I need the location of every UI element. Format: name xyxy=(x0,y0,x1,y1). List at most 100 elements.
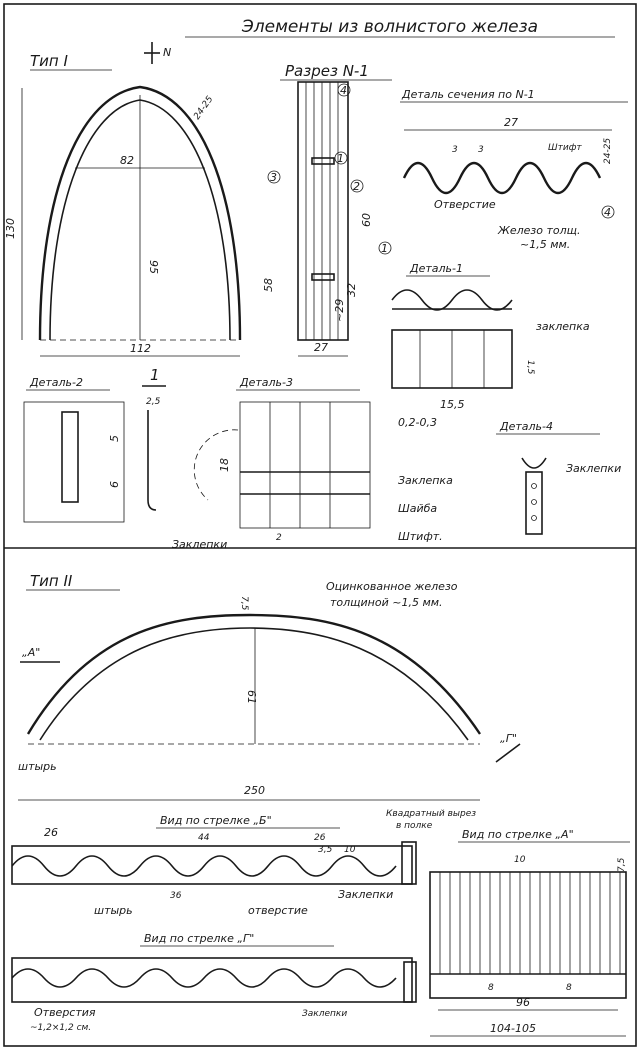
detail3-washer: Шайба xyxy=(398,502,437,515)
detail1-dim-length: 15,5 xyxy=(440,398,465,411)
type1-group: Тип I N 130 112 95 82 24-25 xyxy=(4,42,242,357)
section-n1-dim-29: ~29 xyxy=(333,299,346,322)
callout-2-circle xyxy=(350,179,364,193)
view-b-dim-26b: 26 xyxy=(314,833,326,843)
detail1-dim-thickness: 0,2-0,3 xyxy=(398,416,437,429)
view-g-hole-line2: ~1,2×1,2 см. xyxy=(30,1023,91,1033)
detail4-strap xyxy=(525,471,543,535)
detail1-profile xyxy=(391,289,513,311)
detail3-group: Деталь-3 18 2 Заклепка Шайба Штифт. xyxy=(193,376,453,543)
view-b-dim-35: 3,5 xyxy=(318,845,333,855)
type2-pin: штырь xyxy=(18,760,57,773)
callout-4-circle xyxy=(337,83,351,97)
detail2-marker: 1 xyxy=(150,366,160,384)
detail-section-dim-width: 27 xyxy=(504,116,518,129)
type2-arch-outer xyxy=(26,613,481,735)
detail2-side-profile xyxy=(147,410,157,511)
detail-callout-4-circle xyxy=(601,205,615,219)
detail-section-callout-4: 4 xyxy=(604,206,611,219)
detail-section-pin: Штифт xyxy=(548,143,582,153)
detail3-pin: Штифт. xyxy=(398,530,443,543)
detail4-clip xyxy=(521,457,547,469)
view-b-cutout-line2: в полке xyxy=(396,821,433,831)
type2-arch-inner xyxy=(39,627,469,741)
detail3-dim-18: 18 xyxy=(218,458,231,472)
section-n1-callout-3: 3 xyxy=(270,171,277,184)
view-a-body xyxy=(429,871,627,999)
detail-section-title: Деталь сечения по N-1 xyxy=(401,88,535,101)
section-n1-callout-1b: 1 xyxy=(381,242,388,255)
detail1-title: Деталь-1 xyxy=(409,262,463,275)
callout-3-circle xyxy=(267,170,281,184)
view-g-end-bracket xyxy=(403,961,417,1003)
view-a-dim-75: 7,5 xyxy=(617,857,627,872)
detail-section-hole: Отверстие xyxy=(434,198,496,211)
detail3-rivet: Заклепка xyxy=(398,474,453,487)
view-a-dim-8b: 8 xyxy=(566,983,572,993)
type2-material-line2: толщиной ~1,5 мм. xyxy=(330,596,443,609)
detail4-title: Деталь-4 xyxy=(499,420,553,433)
section-n1-rivet-band-top xyxy=(311,157,335,165)
detail-section-note-line1: Железо толщ. xyxy=(497,224,581,237)
detail3-title: Деталь-3 xyxy=(239,376,293,389)
type2-material-line1: Оцинкованное железо xyxy=(326,580,458,593)
detail4-rivet: Заклепки xyxy=(566,462,621,475)
view-b-dim-36: 36 xyxy=(170,891,182,901)
view-a-dim-104: 104-105 xyxy=(490,1022,536,1035)
detail-section-pitch-b: 3 xyxy=(478,145,484,155)
section-n1-dim-32: 32 xyxy=(345,283,358,297)
type1-title: Тип I xyxy=(30,52,68,70)
detail2-strap xyxy=(61,411,79,503)
detail-section-group: Деталь сечения по N-1 27 3 3 Штифт 24-25… xyxy=(400,88,628,251)
detail-section-depth: 24-25 xyxy=(603,138,613,164)
type1-dim-thickness: 24-25 xyxy=(192,94,215,121)
type2-dim-thickness: 7,5 xyxy=(239,596,249,611)
view-b-group: Вид по стрелке „Б" Квадратный вырез в по… xyxy=(11,809,476,917)
callout-1-circle xyxy=(334,151,348,165)
view-b-title: Вид по стрелке „Б" xyxy=(160,814,272,827)
view-b-dim-26a: 26 xyxy=(44,826,58,839)
detail1-group: Деталь-1 заклепка 15,5 0,2-0,3 1,5 xyxy=(391,262,590,429)
view-b-dim-10: 10 xyxy=(344,845,356,855)
sheet-border xyxy=(3,3,637,1047)
callout-1b-circle xyxy=(378,241,392,255)
section-n1-callout-4: 4 xyxy=(340,84,347,97)
view-b-pin: штырь xyxy=(94,904,133,917)
type1-dim-height: 130 xyxy=(4,218,17,239)
view-a-dim-8a: 8 xyxy=(488,983,494,993)
type2-arrow-a: „А" xyxy=(22,646,40,659)
view-b-dim-44: 44 xyxy=(198,833,210,843)
view-a-dim-96: 96 xyxy=(516,996,530,1009)
type1-arch-outer xyxy=(38,85,242,341)
view-g-group: Вид по стрелке „Г" Отверстия ~1,2×1,2 см… xyxy=(11,932,417,1033)
view-a-dim-10: 10 xyxy=(514,855,526,865)
view-b-hole: отверстие xyxy=(248,904,308,917)
detail4-hole xyxy=(531,515,537,521)
type2-dim-span: 250 xyxy=(244,784,265,797)
section-n1-dim-60: 60 xyxy=(360,213,373,227)
detail3-arc xyxy=(193,429,239,501)
view-a-group: Вид по стрелке „А" 10 7,5 8 8 96 104-105 xyxy=(429,828,630,1037)
section-n1-dim-58: 58 xyxy=(262,278,275,292)
detail4-hole xyxy=(531,483,537,489)
corrugated-profile xyxy=(402,161,602,195)
detail3-dim-2: 2 xyxy=(276,533,282,543)
detail-section-pitch-a: 3 xyxy=(452,145,458,155)
detail2-dim-25: 2,5 xyxy=(146,397,161,407)
detail4-hole xyxy=(531,499,537,505)
detail2-rivets: Заклепки xyxy=(172,538,227,551)
section-n1-dim-27: 27 xyxy=(314,341,328,354)
view-g-body xyxy=(11,957,413,1003)
section-n1-body xyxy=(297,81,349,341)
type1-dim-inner-height: 95 xyxy=(147,260,160,274)
sheet-title: Элементы из волнистого железа xyxy=(241,17,538,37)
detail4-group: Деталь-4 Заклепки xyxy=(496,420,621,535)
view-b-end-bracket xyxy=(401,841,417,885)
detail3-body xyxy=(239,401,371,529)
view-g-profile xyxy=(11,968,397,988)
type2-title: Тип II xyxy=(30,572,73,590)
type2-group: Тип II Оцинкованное железо толщиной ~1,5… xyxy=(18,572,521,801)
view-g-title: Вид по стрелке „Г" xyxy=(144,932,254,945)
section-n1-rivet-band-bottom xyxy=(311,273,335,281)
